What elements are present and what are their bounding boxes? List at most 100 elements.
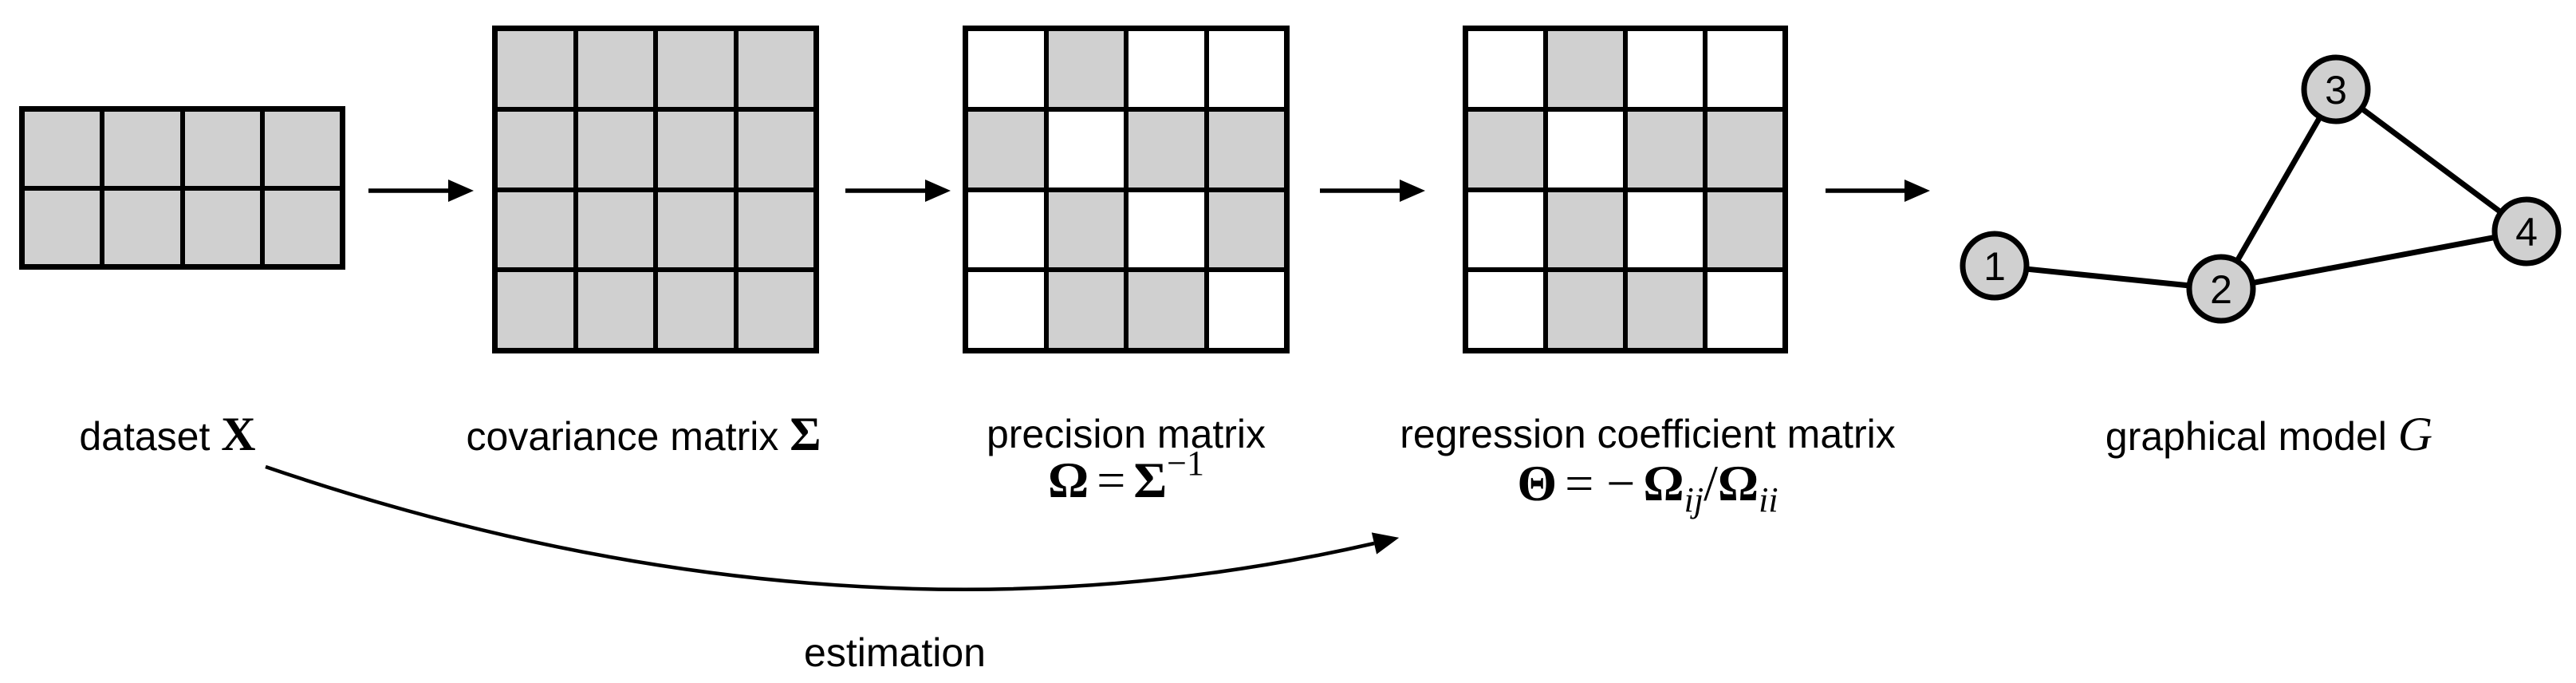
matrix-cell-filled (658, 111, 734, 188)
matrix-cell-filled (498, 191, 573, 268)
matrix-cell-empty (968, 31, 1044, 107)
matrix-cell-filled (25, 190, 100, 264)
omega-ii-symbol: Ω (1717, 455, 1759, 511)
precision-matrix (963, 26, 1290, 353)
matrix-cell-filled (577, 31, 653, 107)
matrix-cell-filled (1128, 272, 1204, 348)
matrix-cell-filled (264, 190, 340, 264)
graph-edge-3-4 (2334, 87, 2529, 234)
matrix-cell-filled (104, 112, 180, 186)
matrix-cell-filled (968, 111, 1044, 188)
matrix-cell-filled (1048, 272, 1124, 348)
matrix-cell-filled (1048, 191, 1124, 268)
graphical-model-label-text: graphical model (2105, 414, 2387, 459)
precision-formula: Ω=Σ−1 (1047, 446, 1204, 508)
dataset-label-text: dataset (79, 414, 211, 459)
matrix-cell-filled (1628, 272, 1703, 348)
dataset-matrix (19, 106, 345, 270)
graph-edge-1-2 (1994, 263, 2222, 292)
matrix-cell-filled (738, 31, 813, 107)
matrix-cell-filled (1707, 111, 1782, 188)
covariance-symbol: Σ (790, 408, 821, 460)
matrix-cell-filled (1048, 31, 1124, 107)
graph-node-label-1: 1 (1983, 244, 2006, 289)
covariance-label-text: covariance matrix (466, 414, 779, 459)
theta-symbol: Θ (1517, 455, 1558, 511)
matrix-cell-filled (1128, 111, 1204, 188)
dataset-symbol: X (221, 408, 256, 460)
graph-node-1 (1960, 231, 2030, 301)
estimation-label: estimation (804, 629, 986, 677)
slash: / (1704, 455, 1718, 511)
ii-subscript: ii (1759, 480, 1778, 519)
graph-node-label-3: 3 (2325, 68, 2347, 113)
matrix-cell-filled (1208, 191, 1284, 268)
matrix-cell-filled (658, 31, 734, 107)
matrix-cell-filled (498, 111, 573, 188)
matrix-cell-empty (968, 191, 1044, 268)
inverse-superscript: −1 (1167, 444, 1205, 483)
matrix-cell-empty (1468, 272, 1543, 348)
graph-node-3 (2301, 54, 2371, 124)
equals-sign: = (1097, 452, 1126, 508)
matrix-cell-filled (1548, 31, 1623, 107)
matrix-cell-filled (1548, 191, 1623, 268)
matrix-cell-empty (1628, 31, 1703, 107)
estimation-curve-arrow (265, 464, 1400, 591)
matrix-cell-empty (1628, 191, 1703, 268)
covariance-label: covariance matrix Σ (467, 410, 821, 460)
matrix-cell-filled (577, 111, 653, 188)
graph-node-label-2: 2 (2210, 267, 2232, 312)
g-symbol: G (2397, 408, 2433, 460)
matrix-cell-empty (1468, 191, 1543, 268)
graph-edge-2-3 (2218, 88, 2339, 290)
graphical-model-label: graphical model G (2105, 410, 2432, 460)
matrix-cell-empty (1548, 111, 1623, 188)
graph-edge-2-4 (2220, 228, 2527, 292)
matrix-cell-filled (1548, 272, 1623, 348)
graph-node-4 (2491, 196, 2562, 266)
regression-coefficient-matrix (1463, 26, 1788, 353)
ij-subscript: ij (1684, 480, 1704, 519)
matrix-cell-empty (1208, 31, 1284, 107)
regression-label: regression coefficient matrix (1400, 410, 1896, 458)
covariance-matrix (492, 26, 819, 353)
matrix-cell-empty (968, 272, 1044, 348)
matrix-cell-empty (1468, 31, 1543, 107)
matrix-cell-filled (577, 191, 653, 268)
graph-node-label-4: 4 (2515, 210, 2538, 255)
matrix-cell-filled (184, 112, 260, 186)
matrix-cell-filled (658, 272, 734, 348)
matrix-cell-empty (1707, 31, 1782, 107)
matrix-cell-filled (738, 111, 813, 188)
matrix-cell-filled (738, 191, 813, 268)
equals-minus-sign: = − (1565, 455, 1636, 511)
sigma-symbol: Σ (1133, 452, 1168, 508)
matrix-cell-filled (104, 190, 180, 264)
graphical-model: 1 2 3 4 (1960, 54, 2562, 324)
matrix-cell-filled (738, 272, 813, 348)
matrix-cell-filled (1468, 111, 1543, 188)
matrix-cell-filled (498, 272, 573, 348)
matrix-cell-empty (1128, 191, 1204, 268)
matrix-cell-filled (25, 112, 100, 186)
matrix-cell-filled (658, 191, 734, 268)
matrix-cell-empty (1048, 111, 1124, 188)
graph-node-2 (2186, 254, 2256, 324)
matrix-cell-filled (1628, 111, 1703, 188)
matrix-cell-empty (1208, 272, 1284, 348)
matrix-cell-empty (1707, 272, 1782, 348)
matrix-cell-filled (498, 31, 573, 107)
matrix-cell-empty (1128, 31, 1204, 107)
dataset-label: dataset X (79, 410, 255, 460)
omega-ij-symbol: Ω (1643, 455, 1684, 511)
regression-label-text: regression coefficient matrix (1400, 412, 1896, 456)
precision-label-text: precision matrix (986, 412, 1266, 456)
omega-symbol: Ω (1047, 452, 1089, 508)
matrix-cell-filled (1707, 191, 1782, 268)
matrix-cell-filled (184, 190, 260, 264)
estimation-label-text: estimation (804, 630, 986, 675)
regression-formula: Θ= −Ωij/Ωii (1517, 455, 1778, 518)
